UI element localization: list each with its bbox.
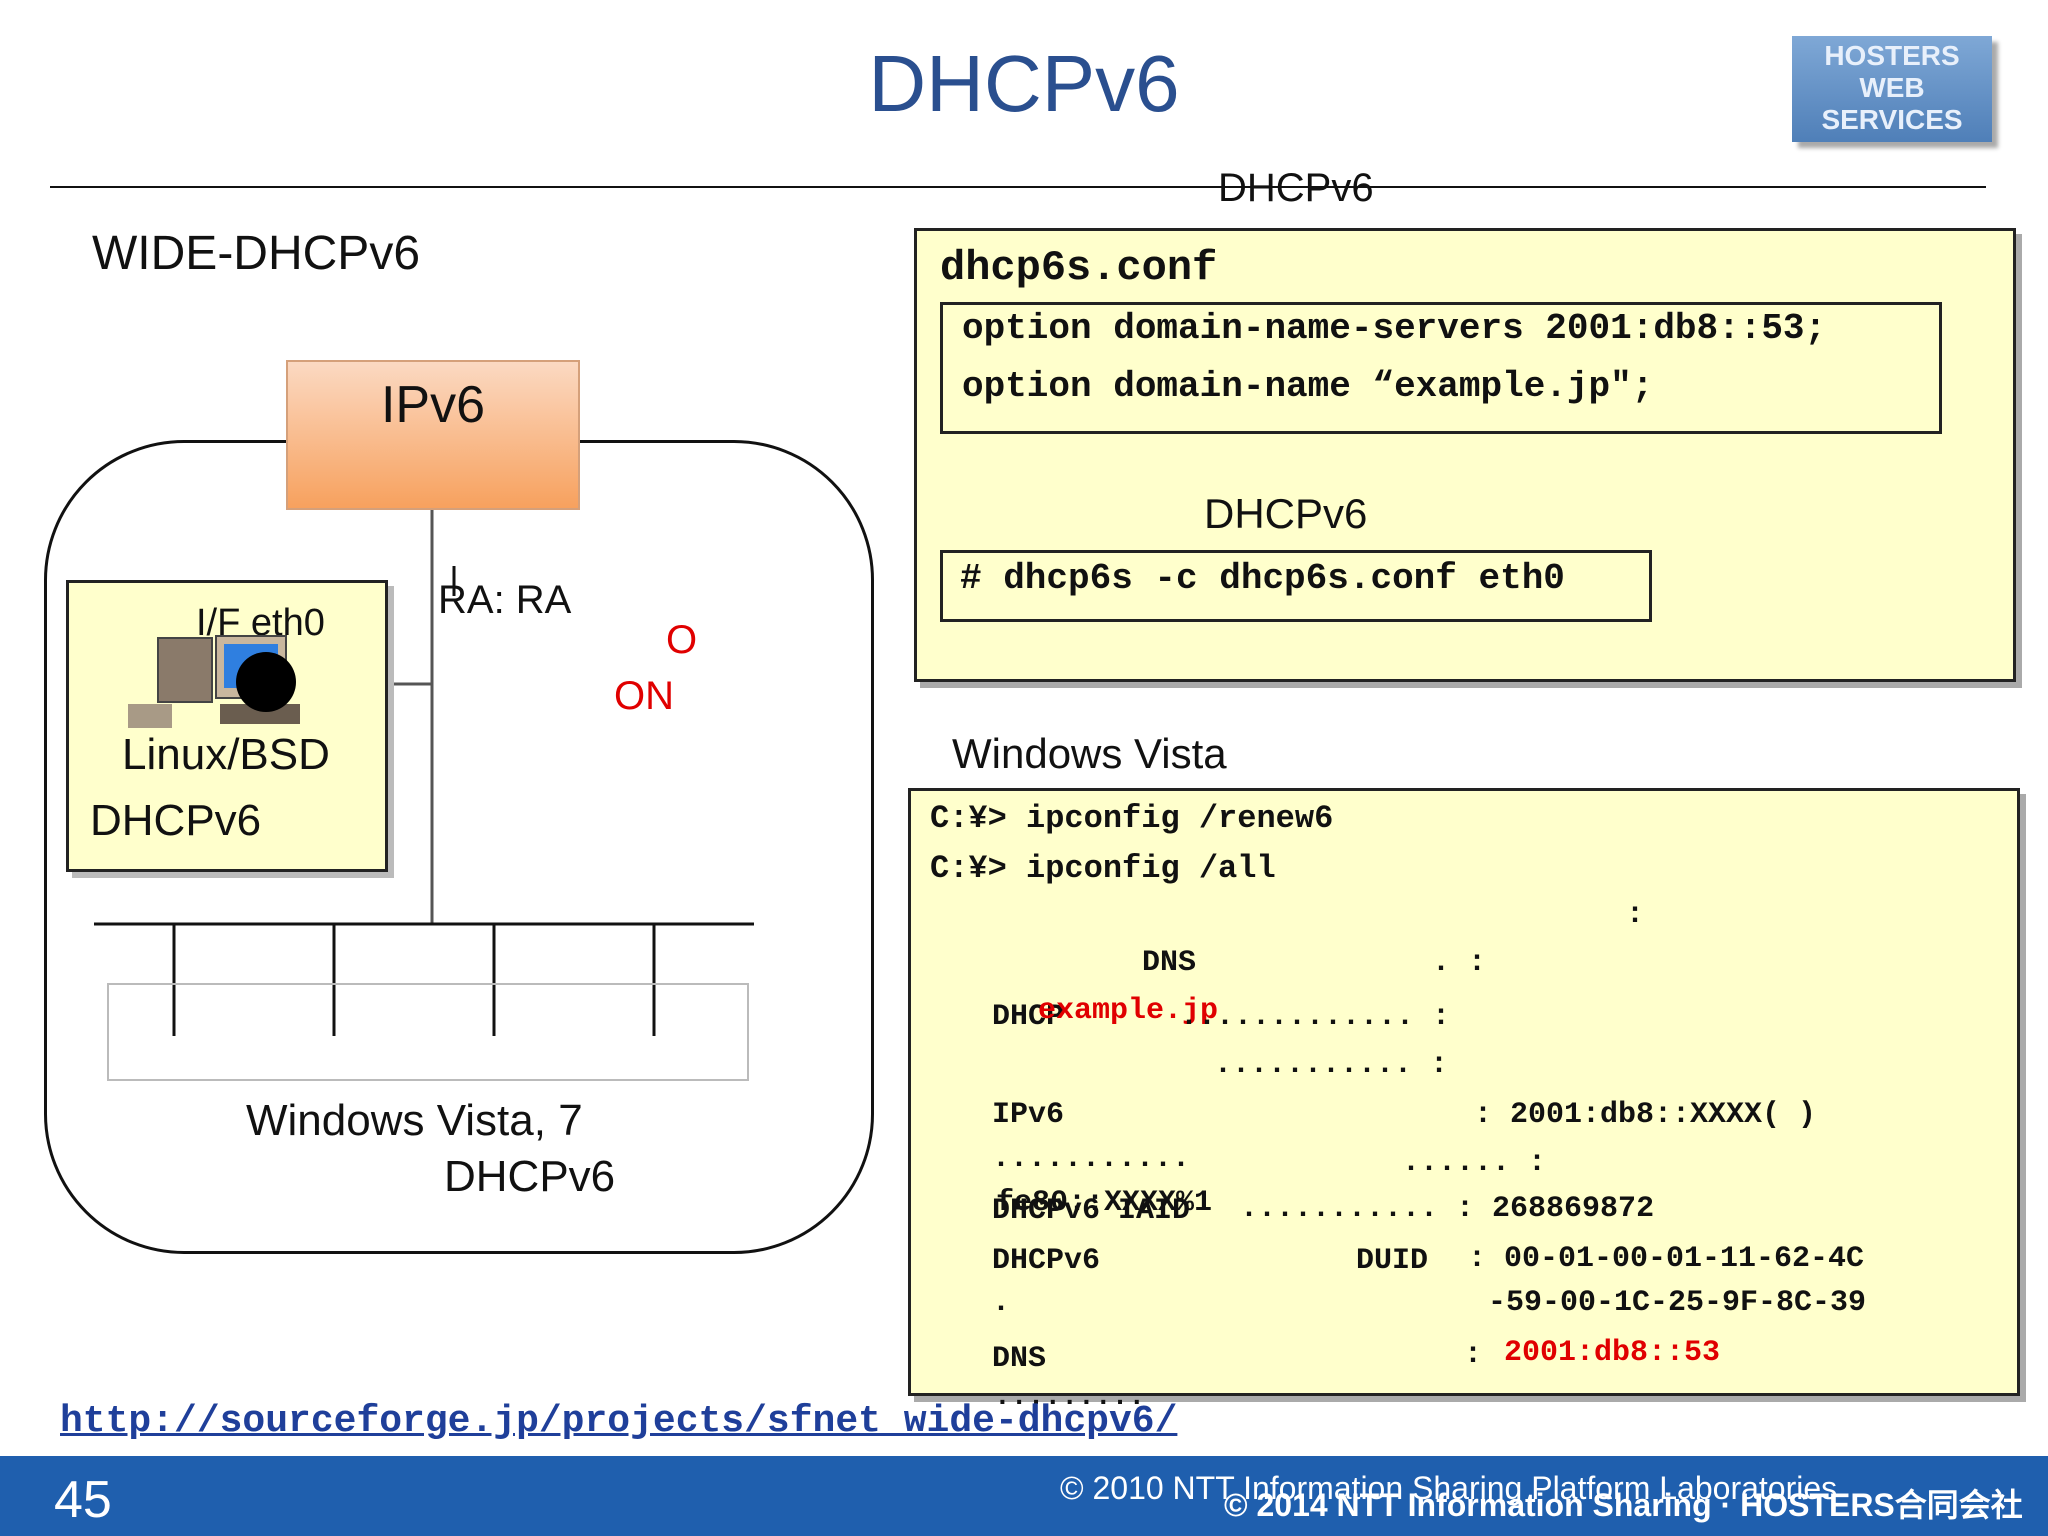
logo-line-2: WEB xyxy=(1859,72,1925,103)
duid-key: DUID xyxy=(1356,1244,1429,1278)
run-label: DHCPv6 xyxy=(1204,490,1368,537)
page-number: 45 xyxy=(54,1471,112,1529)
command-box xyxy=(940,550,1652,622)
config-line-1: option domain-name-servers 2001:db8::53; xyxy=(962,308,1827,349)
dns-server-value: 2001:db8::53 xyxy=(1504,1336,1721,1370)
vista-heading: Windows Vista xyxy=(952,730,1227,777)
sourceforge-link[interactable]: http://sourceforge.jp/projects/sfnet_wid… xyxy=(60,1400,1178,1443)
slide-title: DHCPv6 xyxy=(868,39,1180,128)
hosters-logo: HOSTERS WEB SERVICES xyxy=(1792,36,1992,142)
iaid-label: DHCPv6 IAID xyxy=(992,1194,1191,1228)
vista-colon-1: : xyxy=(1626,898,1645,932)
example-domain: example.jp xyxy=(1038,994,1219,1028)
ipv6-value: : 2001:db8::XXXX( ) xyxy=(1474,1098,1817,1132)
dns-dots: ......... xyxy=(994,1382,1146,1413)
divider-label: DHCPv6 xyxy=(1218,166,1374,210)
ipv6-label: IPv6 xyxy=(992,1098,1065,1132)
left-heading: WIDE-DHCPv6 xyxy=(92,227,421,280)
run-command: # dhcp6s -c dhcp6s.conf eth0 xyxy=(960,558,1565,599)
router-box: IPv6 xyxy=(286,360,580,510)
dhcp-label: DHCP xyxy=(992,1000,1065,1034)
dots-2: ........... : xyxy=(1214,1048,1449,1082)
duid-value-1: : 00-01-00-01-11-62-4C xyxy=(1468,1242,1865,1276)
copyright-2: © 2014 NTT Information Sharing · HOSTERS… xyxy=(1224,1487,2023,1523)
router-label: IPv6 xyxy=(380,376,486,434)
os-label: Linux/BSD xyxy=(122,730,330,779)
iaid-value: ........... : 268869872 xyxy=(1240,1192,1655,1226)
vista-panel xyxy=(908,788,2020,1396)
o-flag: O xyxy=(666,618,698,662)
dns-suffix-colon: . : xyxy=(1432,946,1487,980)
clients-label: Windows Vista, 7 xyxy=(246,1096,583,1145)
config-filename: dhcp6s.conf xyxy=(940,244,1218,292)
duid-value-2: -59-00-1C-25-9F-8C-39 xyxy=(1488,1286,1867,1320)
logo-line-3: SERVICES xyxy=(1821,104,1963,135)
duid-label: DHCPv6 xyxy=(992,1244,1101,1278)
dns-suffix-label: DNS xyxy=(1142,946,1197,980)
dots-3: ........... xyxy=(992,1142,1191,1176)
vista-cmd-1: C:¥> ipconfig /renew6 xyxy=(930,800,1334,837)
logo-line-1: HOSTERS xyxy=(1824,40,1960,71)
divider xyxy=(50,186,1986,188)
vista-cmd-2: C:¥> ipconfig /all xyxy=(930,850,1276,887)
dns-server-colon: : xyxy=(1464,1338,1483,1372)
copyright-1: © 2010 NTT Information Sharing Platform … xyxy=(1060,1470,1838,1506)
link-local-address: fe80::XXXX%1 xyxy=(996,1186,1213,1220)
server-box xyxy=(66,580,388,872)
dots-1: ............. : xyxy=(1180,1000,1451,1034)
config-line-2: option domain-name “example.jp"; xyxy=(962,366,1654,407)
clients-sublabel: DHCPv6 xyxy=(444,1152,616,1201)
ra-label: RA: RA xyxy=(438,578,572,622)
footer-bar xyxy=(0,1456,2048,1536)
on-flag: ON xyxy=(614,674,674,718)
duid-dot: . xyxy=(992,1286,1011,1320)
config-code-box xyxy=(940,302,1942,434)
server-label: DHCPv6 xyxy=(90,796,262,845)
dots-4: ...... : xyxy=(1402,1146,1547,1180)
computer-icon xyxy=(128,635,300,728)
dns-server-label: DNS xyxy=(992,1342,1047,1376)
